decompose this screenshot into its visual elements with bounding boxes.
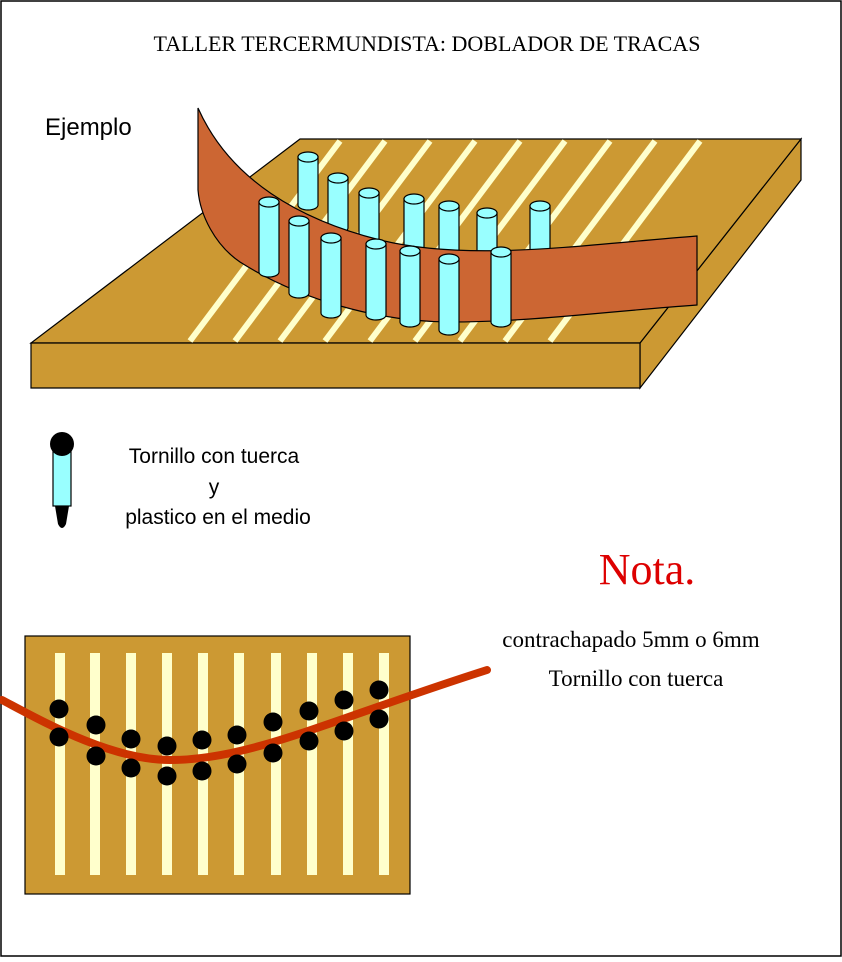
top-view-bolts (49, 680, 389, 786)
bolt-dot (192, 761, 212, 781)
legend-line-2: y (209, 476, 220, 499)
peg-top (438, 200, 460, 212)
bolt-dot (121, 729, 141, 749)
peg-body (288, 220, 310, 299)
peg (288, 215, 310, 299)
example-label: Ejemplo (45, 114, 132, 141)
peg-body (399, 250, 421, 328)
legend-line-1: Tornillo con tuerca (129, 445, 300, 468)
peg (327, 172, 349, 234)
bolt-dot (49, 699, 69, 719)
peg-body (320, 237, 342, 319)
bolt-legend-icon (50, 432, 74, 528)
bolt-dot (227, 754, 247, 774)
peg-top (438, 253, 460, 265)
bolt-dot (86, 715, 106, 735)
bolt-dot (49, 727, 69, 747)
bolt-shank (55, 506, 69, 528)
top-view-slot (307, 653, 317, 875)
bolt-dot (299, 731, 319, 751)
bolt-dot (227, 725, 247, 745)
top-view-slot (379, 653, 389, 875)
peg (399, 245, 421, 328)
peg-top (258, 196, 280, 208)
top-view-slot (271, 653, 281, 875)
diagram-title: TALLER TERCERMUNDISTA: DOBLADOR DE TRACA… (154, 31, 701, 56)
peg-top (327, 172, 349, 184)
peg (365, 238, 387, 321)
bolt-dot (334, 721, 354, 741)
top-view-slot (55, 653, 65, 875)
top-view-board (0, 635, 491, 895)
top-view-slot (343, 653, 353, 875)
legend-line-3: plastico en el medio (125, 506, 311, 529)
bolt-dot (157, 766, 177, 786)
bolt-dot (121, 758, 141, 778)
bolt-dot (369, 680, 389, 700)
peg-top (529, 200, 551, 212)
bolt-dot (192, 730, 212, 750)
board-front-face (30, 342, 641, 389)
peg-body (438, 258, 460, 336)
top-view-slot (162, 653, 172, 875)
bolt-plastic-sleeve (52, 447, 72, 507)
peg-body (490, 251, 512, 328)
peg-top (297, 151, 319, 163)
bolt-dot (157, 736, 177, 756)
bolt-dot (263, 743, 283, 763)
peg-top (365, 238, 387, 250)
peg (438, 253, 460, 336)
peg (490, 246, 512, 328)
bolt-dot (263, 712, 283, 732)
bolt-head (50, 432, 74, 456)
peg-top (288, 215, 310, 227)
note-line-1: contrachapado 5mm o 6mm (502, 627, 760, 652)
peg-top (403, 193, 425, 205)
peg-top (399, 245, 421, 257)
note-heading: Nota. (599, 545, 696, 594)
peg-body (258, 201, 280, 278)
peg (258, 196, 280, 278)
bolt-dot (86, 746, 106, 766)
top-view-strake (0, 666, 491, 765)
bolt-dot (334, 690, 354, 710)
peg (320, 232, 342, 319)
peg-top (476, 207, 498, 219)
peg-body (365, 243, 387, 321)
peg-top (320, 232, 342, 244)
front-pegs (258, 196, 512, 336)
bolt-dot (299, 701, 319, 721)
peg-body (297, 156, 319, 211)
note-line-2: Tornillo con tuerca (549, 666, 724, 691)
peg (297, 151, 319, 211)
peg-top (490, 246, 512, 258)
peg-top (358, 187, 380, 199)
bolt-dot (369, 709, 389, 729)
